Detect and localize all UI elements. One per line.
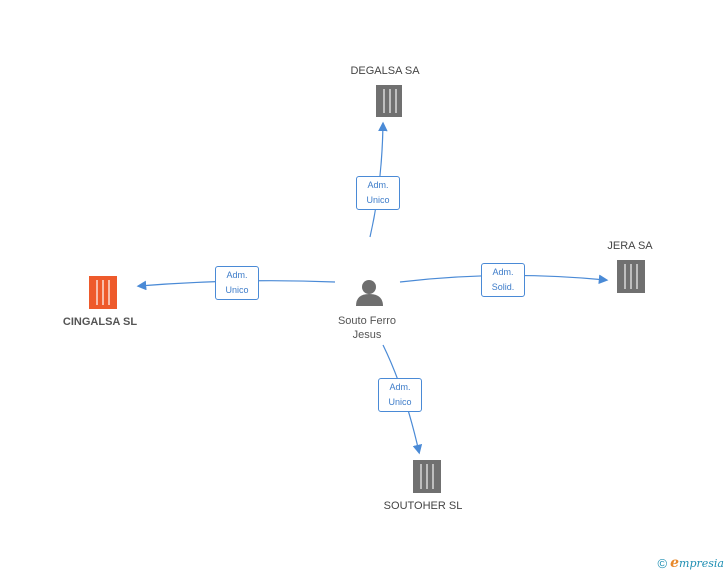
building-windows-left <box>93 280 113 305</box>
edge-label-top-line2: Unico <box>366 195 390 205</box>
building-windows-bottom <box>417 464 437 489</box>
company-label-right[interactable]: JERA SA <box>607 240 653 252</box>
edge-label-left-line1: Adm. <box>226 270 248 280</box>
edge-label-bottom-line2: Unico <box>388 397 412 407</box>
edge-label-right[interactable]: Adm. Solid. <box>481 263 525 297</box>
copyright-symbol: © <box>657 555 668 571</box>
company-label-top[interactable]: DEGALSA SA <box>350 65 420 77</box>
company-label-left[interactable]: CINGALSA SL <box>62 316 138 328</box>
edge-label-top-line1: Adm. <box>367 180 389 190</box>
edge-label-right-line2: Solid. <box>491 282 515 292</box>
building-windows-top <box>380 89 398 113</box>
edge-label-left-line2: Unico <box>225 285 249 295</box>
person-name-line2: Jesus <box>352 329 382 341</box>
edge-label-top[interactable]: Adm. Unico <box>356 176 400 210</box>
person-icon[interactable] <box>356 280 383 306</box>
empresia-watermark: © empresia <box>658 555 724 571</box>
edge-label-left[interactable]: Adm. Unico <box>215 266 259 300</box>
person-label[interactable]: Souto Ferro Jesus <box>322 314 412 342</box>
person-name-line1: Souto Ferro <box>337 315 397 327</box>
brand-logo: empresia <box>670 555 724 571</box>
edge-label-bottom[interactable]: Adm. Unico <box>378 378 422 412</box>
building-windows-right <box>621 264 641 289</box>
edge-label-right-line1: Adm. <box>492 267 514 277</box>
company-label-bottom[interactable]: SOUTOHER SL <box>383 500 463 512</box>
edge-label-bottom-line1: Adm. <box>389 382 411 392</box>
